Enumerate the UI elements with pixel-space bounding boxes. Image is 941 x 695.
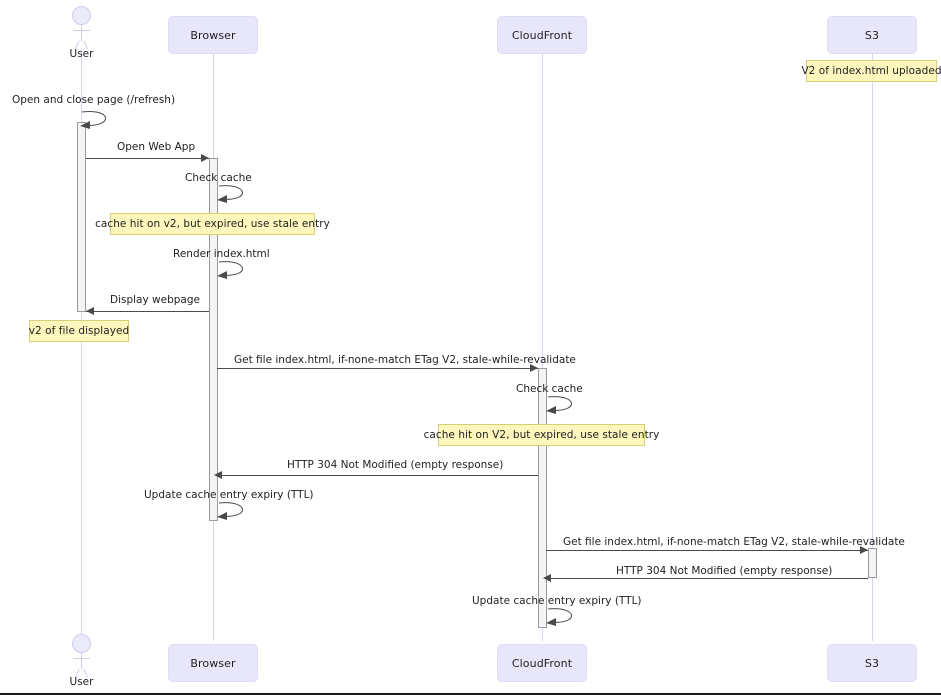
message-line-open-web-app — [86, 158, 209, 159]
lifeline-user — [81, 48, 82, 644]
note-text: cache hit on V2, but expired, use stale … — [423, 429, 660, 441]
self-message-arc-cloudfront-update-ttl — [546, 608, 572, 626]
participant-browser-top[interactable]: Browser — [168, 16, 258, 54]
participant-label-cloudfront-top: CloudFront — [511, 28, 573, 42]
actor-arms-icon — [73, 658, 90, 659]
actor-head-icon — [72, 6, 91, 25]
message-arrowhead-http-304-cloudfront — [214, 471, 222, 479]
note-browser-cache-hit: cache hit on v2, but expired, use stale … — [95, 213, 330, 235]
message-label-check-cache-cloudfront: Check cache — [516, 383, 583, 395]
note-text: V2 of index.html uploaded — [801, 65, 941, 77]
self-message-arc-browser-update-ttl — [217, 502, 243, 520]
note-s3-upload: V2 of index.html uploaded — [801, 60, 941, 82]
message-label-get-file-s3: Get file index.html, if-none-match ETag … — [563, 536, 905, 548]
message-label-open-web-app: Open Web App — [117, 141, 196, 153]
actor-user-bottom[interactable]: User — [69, 634, 94, 690]
page-bottom-divider — [0, 693, 941, 695]
message-label-update-ttl-cloudfront: Update cache entry expiry (TTL) — [472, 595, 642, 607]
activation-browser — [209, 158, 218, 521]
actor-head-icon — [72, 634, 91, 653]
participant-label-cloudfront-bottom: CloudFront — [511, 656, 573, 670]
participant-label-user-top: User — [69, 48, 94, 60]
participant-label-s3-top: S3 — [864, 28, 880, 42]
message-arrowhead-get-file-cloudfront — [530, 364, 538, 372]
note-text: cache hit on v2, but expired, use stale … — [95, 218, 330, 230]
participant-label-browser-bottom: Browser — [190, 656, 236, 670]
message-arrowhead-display-webpage — [86, 307, 94, 315]
activation-s3 — [868, 548, 877, 578]
message-label-http-304-cloudfront: HTTP 304 Not Modified (empty response) — [287, 459, 504, 471]
self-message-arc-browser-render — [217, 261, 243, 279]
activation-cloudfront — [538, 368, 547, 628]
message-label-check-cache-browser: Check cache — [185, 172, 252, 184]
note-cloudfront-cache-hit: cache hit on V2, but expired, use stale … — [424, 424, 659, 446]
message-line-http-304-cloudfront — [217, 475, 538, 476]
note-v2-file-displayed: v2 of file displayed — [29, 320, 129, 342]
actor-body-icon — [81, 653, 82, 669]
message-line-display-webpage — [86, 311, 209, 312]
message-label-open-and-close-page: Open and close page (/refresh) — [12, 94, 176, 106]
participant-browser-bottom[interactable]: Browser — [168, 644, 258, 682]
message-line-get-file-cloudfront — [217, 368, 538, 369]
message-label-display-webpage: Display webpage — [110, 294, 200, 306]
participant-s3-top[interactable]: S3 — [827, 16, 917, 54]
message-label-get-file-cloudfront: Get file index.html, if-none-match ETag … — [234, 354, 576, 366]
participant-label-user-bottom: User — [69, 676, 94, 688]
self-message-arc-cloudfront-check-cache — [546, 396, 572, 414]
message-line-get-file-s3 — [546, 550, 868, 551]
message-line-http-304-s3 — [546, 578, 868, 579]
message-label-render-index-html: Render index.html — [173, 248, 270, 260]
activation-user — [77, 122, 86, 312]
message-label-http-304-s3: HTTP 304 Not Modified (empty response) — [616, 565, 833, 577]
actor-body-icon — [81, 25, 82, 41]
actor-arms-icon — [73, 30, 90, 31]
participant-cloudfront-bottom[interactable]: CloudFront — [497, 644, 587, 682]
participant-label-s3-bottom: S3 — [864, 656, 880, 670]
message-arrowhead-get-file-s3 — [860, 546, 868, 554]
message-label-update-ttl-browser: Update cache entry expiry (TTL) — [144, 489, 314, 501]
note-text: v2 of file displayed — [28, 325, 130, 337]
actor-user-top[interactable]: User — [69, 6, 94, 62]
lifeline-s3 — [872, 53, 873, 641]
lifeline-cloudfront — [542, 53, 543, 641]
message-arrowhead-http-304-s3 — [543, 574, 551, 582]
message-arrowhead-open-web-app — [201, 154, 209, 162]
participant-s3-bottom[interactable]: S3 — [827, 644, 917, 682]
self-message-arc-browser-check-cache — [217, 185, 243, 203]
participant-cloudfront-top[interactable]: CloudFront — [497, 16, 587, 54]
participant-label-browser-top: Browser — [190, 28, 236, 42]
